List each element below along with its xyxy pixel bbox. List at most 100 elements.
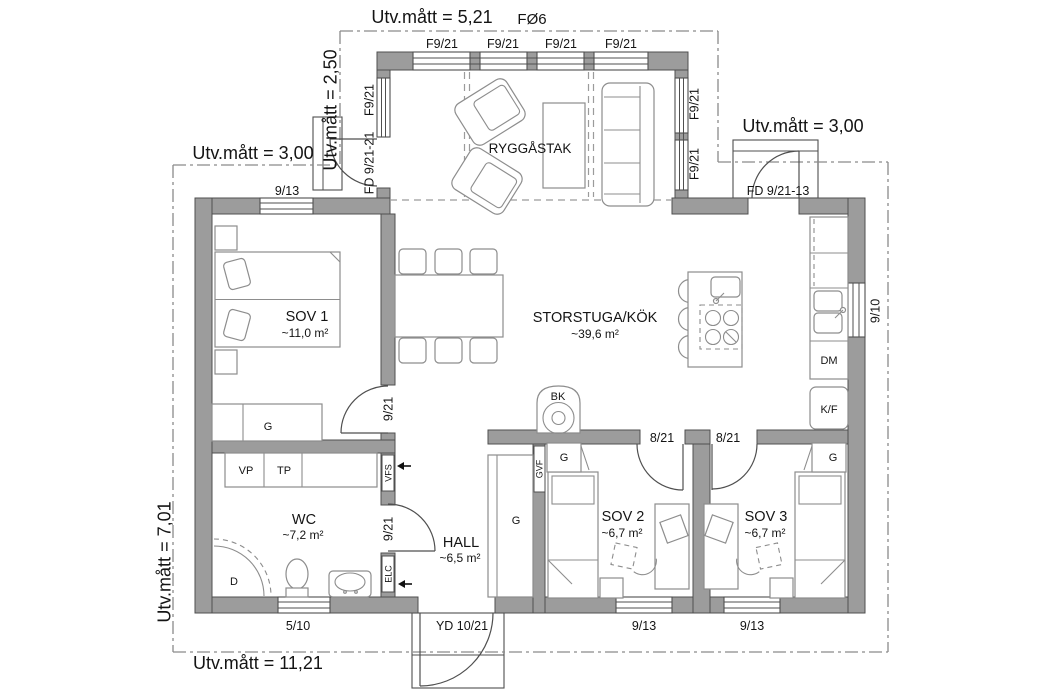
window-label: F9/21: [545, 37, 577, 51]
wall-storstuga-south-2: [684, 429, 711, 445]
wall-right: [847, 197, 866, 614]
door-fd-left: [329, 138, 378, 187]
door-sov1: [340, 385, 389, 434]
chair: [434, 337, 463, 364]
flue-outer: [542, 401, 575, 435]
dim-left-full: Utv.mått = 7,01: [154, 501, 174, 622]
room-sov3-area: ~6,7 m²: [744, 526, 785, 540]
roof-window-label: FØ6: [517, 11, 546, 28]
window-label: F9/21: [687, 88, 701, 120]
fireplace-bk: [536, 385, 581, 435]
furniture-sov2: [546, 442, 690, 599]
toilet-tank: [285, 587, 309, 598]
wall-ext-right-a: [674, 69, 689, 79]
chair: [434, 248, 463, 275]
hall-closet: [487, 454, 534, 598]
dim-left-upper: Utv.mått = 3,00: [192, 143, 313, 163]
wall-storstuga-south-3: [756, 429, 849, 445]
window-f921-top2: [479, 51, 528, 71]
wall-bottom-5: [779, 596, 849, 614]
wall-ext-post-left: [376, 51, 414, 71]
room-sov1-name: SOV 1: [286, 309, 329, 325]
room-hall-area: ~6,5 m²: [439, 551, 480, 565]
pillow: [223, 257, 251, 291]
gvf-box: [533, 445, 546, 493]
armchair: [451, 147, 523, 215]
room-sov2-area: ~6,7 m²: [601, 526, 642, 540]
wall-bottom-3: [494, 596, 617, 614]
window-510-bottom: [277, 596, 331, 614]
pillow: [223, 308, 251, 342]
wall-left: [194, 197, 213, 614]
window-f921-ext-right2: [674, 139, 689, 191]
sofa: [601, 82, 655, 207]
labels: Utv.mått = 5,21 FØ6 F9/21 F9/21 F9/21 F9…: [154, 7, 882, 673]
window-label: F9/21: [687, 148, 701, 180]
chair-ghost: [610, 542, 638, 570]
burner: [722, 309, 740, 327]
shower-label: D: [230, 576, 238, 588]
doors: [329, 138, 800, 687]
door-yd: [419, 612, 494, 687]
chair: [469, 248, 498, 275]
dishwasher-label: DM: [820, 355, 837, 367]
fireplace-label: BK: [551, 391, 566, 403]
wall-ext-mullion3: [583, 51, 595, 71]
dim-ext-depth: Utv.mått = 2,50: [320, 49, 340, 170]
chair: [398, 248, 427, 275]
elc-arrow-icon: [398, 580, 405, 588]
room-wc-name: WC: [292, 512, 316, 528]
furniture-sov1: [211, 225, 341, 442]
window-f921-top4: [593, 51, 649, 71]
pillow: [551, 475, 595, 505]
wall-bottom-2: [329, 596, 419, 614]
vfs-arrow-icon: [397, 462, 404, 470]
dim-right-upper: Utv.mått = 3,00: [742, 116, 863, 136]
wall-ext-post-right: [647, 51, 689, 71]
vfs-label: VFS: [384, 464, 394, 482]
desk-sov2: [654, 503, 690, 590]
wardrobe-label: G: [829, 452, 838, 464]
room-sov1-area: ~11,0 m²: [282, 326, 329, 340]
washbasin: [334, 572, 366, 592]
island-sink: [710, 276, 741, 298]
door-label: 8/21: [716, 431, 740, 445]
service-boxes: [381, 445, 546, 593]
patio-platform: [312, 116, 343, 191]
chair-ghost: [755, 542, 783, 570]
desk-chair-back: [633, 558, 657, 576]
wall-bottom-1: [211, 596, 279, 614]
wall-ext-mullion2: [526, 51, 538, 71]
wardrobe-label: G: [264, 421, 273, 433]
wall-top-2: [312, 197, 391, 215]
furniture-sov3: [703, 442, 847, 599]
fireplace-outline: [536, 385, 581, 434]
wardrobe-sov2: [546, 442, 582, 473]
door-label-fd-right: FD 9/21-13: [747, 184, 810, 198]
pillow: [798, 475, 842, 505]
fridge-freezer: [809, 386, 849, 430]
window-label: 9/13: [740, 619, 764, 633]
window-label: 9/13: [275, 184, 299, 198]
dim-bottom-full: Utv.mått = 11,21: [193, 653, 323, 673]
window-label: F9/21: [487, 37, 519, 51]
room-hall-name: HALL: [443, 535, 479, 551]
wardrobe-sov3: [811, 442, 847, 473]
furniture-livingroom: [451, 78, 655, 215]
room-storstuga-area: ~39,6 m²: [571, 327, 619, 341]
door-label-fd-left: FD 9/21-21: [362, 132, 376, 195]
furniture-hall: [487, 454, 534, 598]
wall-sov1-wc: [211, 439, 396, 454]
door-sov2: [636, 443, 684, 491]
door-label-yd: YD 10/21: [436, 619, 488, 633]
room-sov2-name: SOV 2: [602, 509, 645, 525]
wall-sov1-east: [380, 213, 396, 386]
laundry-counter: [224, 452, 378, 488]
room-wc-area: ~7,2 m²: [282, 528, 323, 542]
bedside-box: [599, 577, 624, 599]
wardrobe-label: G: [512, 515, 521, 527]
window-label: 5/10: [286, 619, 310, 633]
door-label: 9/21: [381, 517, 395, 541]
wall-top-3: [671, 197, 749, 215]
